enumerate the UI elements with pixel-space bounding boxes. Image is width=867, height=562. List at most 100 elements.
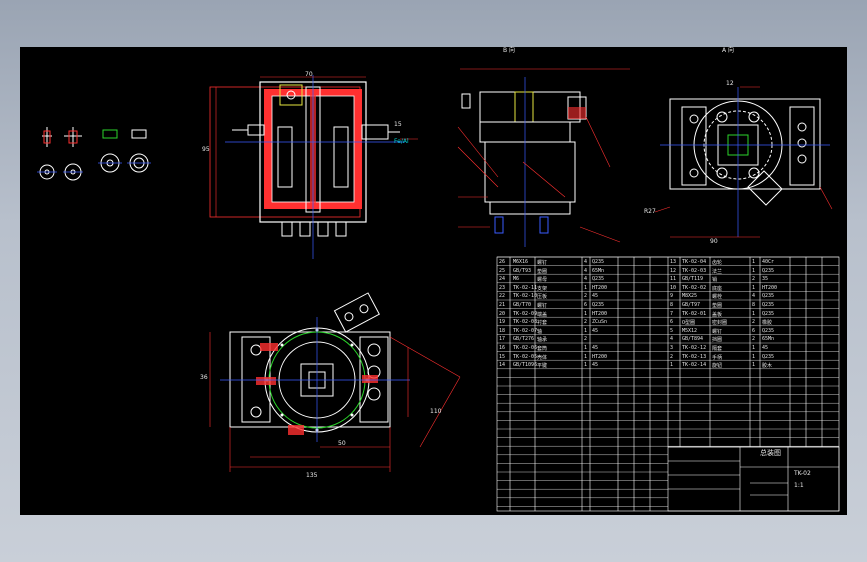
table-cell: HT200 — [592, 310, 608, 317]
table-cell: TK-02-06 — [513, 345, 538, 351]
table-cell: 支架 — [537, 285, 548, 292]
table-cell: TK-02-11 — [513, 284, 538, 291]
table-cell: 4 — [584, 259, 588, 265]
table-cell: GB/T97 — [682, 302, 701, 308]
table-cell: 底座 — [712, 285, 723, 292]
table-cell: TK-02-09 — [513, 310, 538, 317]
table-cell: 19 — [499, 319, 506, 326]
table-cell: 1 — [752, 362, 756, 369]
table-cell: Q235 — [592, 302, 605, 308]
table-cell: TK-02-05 — [513, 353, 538, 360]
table-cell: M5X12 — [682, 327, 698, 334]
table-cell: 10 — [670, 284, 677, 291]
table-cell: 齿轮 — [712, 260, 723, 266]
table-cell: 1 — [584, 284, 588, 291]
table-cell: HT200 — [592, 353, 608, 360]
dim-plan-diagonal: 110 — [430, 408, 442, 415]
table-cell: 橡胶 — [762, 320, 773, 327]
table-row-lines — [497, 256, 839, 507]
table-cell: 45 — [592, 362, 599, 369]
plan-view — [209, 292, 461, 472]
table-cell: 1 — [584, 345, 588, 351]
table-cell: 6 — [670, 319, 674, 326]
table-cell: GB/T119 — [682, 276, 704, 283]
callout-right: Fe/Al — [394, 138, 409, 145]
table-cell: 24 — [499, 276, 506, 283]
table-cell: 18 — [499, 327, 506, 334]
table-cell: 手柄 — [712, 354, 723, 361]
table-cell: 1 — [752, 267, 756, 274]
table-cell: 1 — [584, 327, 588, 334]
table-cell: 盖板 — [712, 311, 723, 318]
table-cell: TK-02-14 — [682, 362, 707, 369]
right-view — [654, 86, 833, 238]
table-cell: Q235 — [592, 259, 605, 265]
cad-drawing — [37, 68, 840, 512]
table-cell: 垫圈 — [712, 303, 723, 309]
table-cell: 45 — [762, 345, 769, 351]
table-cell: 40Cr — [762, 259, 775, 265]
table-cell: 法兰 — [712, 268, 723, 275]
table-cell: TK-02-04 — [682, 259, 707, 265]
table-cell: 2 — [670, 353, 674, 360]
table-cell: 4 — [752, 293, 756, 300]
table-cell: 壳体 — [537, 354, 548, 361]
drawing-sheet[interactable]: B 向 A 向 70 15 Fe/Al 95 12 90 R27 36 50 1… — [20, 47, 847, 515]
table-cell: 4 — [584, 267, 588, 274]
table-cell: 12 — [670, 267, 677, 274]
table-cell: 16 — [499, 345, 506, 351]
table-cell: 3 — [670, 345, 674, 351]
table-cell: 4 — [670, 336, 674, 343]
table-cell: GB/T894 — [682, 336, 704, 343]
table-cell: 套筒 — [537, 346, 548, 352]
table-cell: 螺钉 — [537, 303, 548, 309]
table-cell: 1 — [670, 362, 674, 369]
section-label-b: B 向 — [503, 47, 516, 54]
table-cell: 2 — [752, 276, 756, 283]
table-cell: TK-02-01 — [682, 310, 707, 317]
table-cell: 胶木 — [762, 363, 773, 370]
table-cell: 螺母 — [537, 277, 548, 284]
table-cell: HT200 — [592, 284, 608, 291]
table-cell: 1 — [584, 310, 588, 317]
table-cell: 螺栓 — [712, 294, 723, 301]
table-cell: 13 — [670, 259, 677, 265]
table-cell: 20 — [499, 310, 506, 317]
table-cell: 平键 — [537, 363, 548, 370]
table-cell: Q235 — [762, 353, 775, 360]
table-cell: 6 — [584, 302, 588, 308]
dim-right-view-radius: R27 — [644, 208, 656, 215]
table-cell: 1 — [584, 362, 588, 369]
table-cell: Q235 — [762, 293, 775, 300]
dim-left-height: 95 — [202, 146, 210, 153]
table-cell: 6 — [752, 327, 756, 334]
table-cell: 1 — [584, 353, 588, 360]
table-cell: 2 — [752, 319, 756, 326]
table-cell: 轴 — [537, 328, 543, 335]
table-cell: 45 — [592, 293, 599, 300]
table-cell: GB/T93 — [513, 267, 532, 274]
table-cell: 旋钮 — [712, 363, 723, 370]
table-cell: Q235 — [592, 276, 605, 283]
table-cell: TK-02-08 — [513, 319, 538, 326]
table-cell: 2 — [584, 319, 588, 326]
dim-main-width: 70 — [305, 71, 313, 78]
table-cell: 1 — [752, 345, 756, 351]
table-cell: 2 — [752, 336, 756, 343]
dim-plan-width: 135 — [306, 472, 318, 479]
table-cell: 2 — [584, 336, 588, 343]
parts-table-frame — [496, 256, 840, 512]
table-cell: 5 — [670, 327, 674, 334]
table-cell: 衬套 — [537, 320, 548, 327]
table-cell: 15 — [499, 353, 506, 360]
table-cell: 螺钉 — [712, 328, 723, 335]
section-label-a: A 向 — [722, 47, 735, 54]
side-view — [457, 68, 630, 247]
table-cell: TK-02-12 — [682, 345, 707, 351]
table-cell: 2 — [584, 293, 588, 300]
table-cell: M6X16 — [513, 259, 529, 265]
table-cell: 1 — [752, 284, 756, 291]
table-cell: 挡圈 — [712, 337, 723, 344]
table-cell: 销 — [712, 277, 718, 284]
table-cell: 45 — [592, 327, 599, 334]
